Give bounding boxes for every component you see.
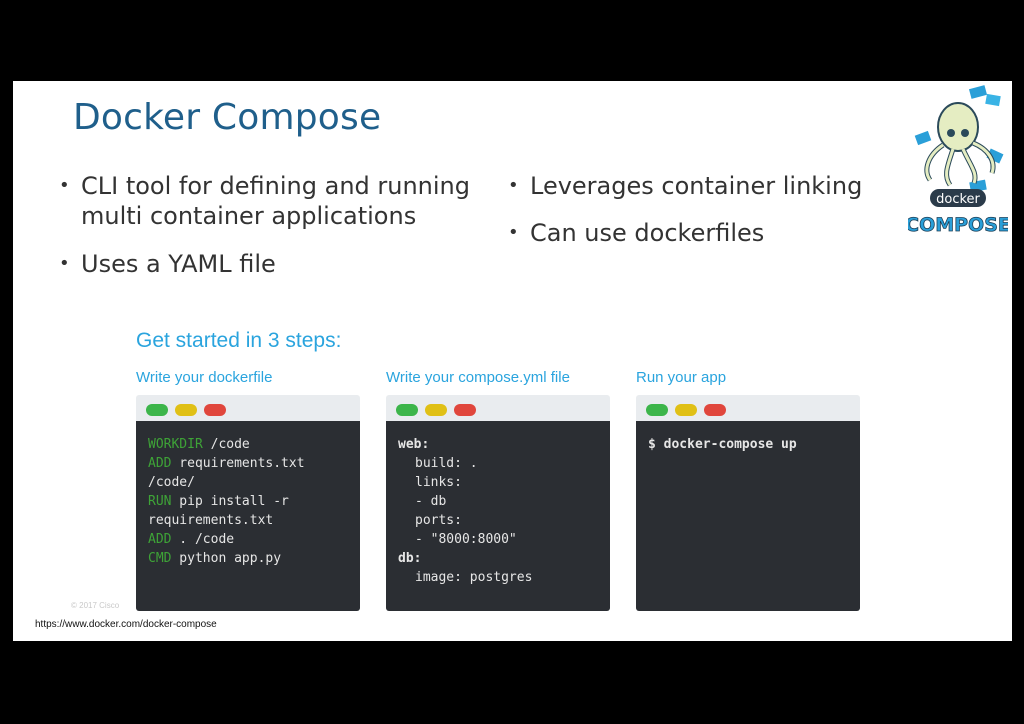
steps-title: Get started in 3 steps:	[136, 329, 342, 352]
code-line: RUN pip install -r	[148, 494, 289, 509]
step-label-dockerfile: Write your dockerfile	[136, 369, 273, 386]
bullet-list-right: • Leverages container linking • Can use …	[508, 171, 908, 265]
logo-text-compose: COMPOSE	[908, 214, 1008, 236]
slide: Docker Compose • CLI tool for defining a…	[13, 81, 1012, 641]
code-line: CMD python app.py	[148, 551, 282, 566]
code-line: ADD . /code	[148, 532, 235, 547]
code-line: image: postgres	[415, 570, 533, 585]
green-light-icon	[396, 404, 418, 416]
bullet-text: Leverages container linking	[530, 172, 863, 200]
terminal-titlebar	[636, 395, 860, 421]
slide-title: Docker Compose	[73, 97, 382, 138]
step-label-compose-file: Write your compose.yml file	[386, 369, 570, 386]
bullet-item: • Can use dockerfiles	[508, 218, 908, 248]
source-url[interactable]: https://www.docker.com/docker-compose	[35, 619, 217, 630]
code-line: - db	[415, 494, 447, 509]
bullet-text: Can use dockerfiles	[530, 219, 765, 247]
code-line: - "8000:8000"	[415, 532, 517, 547]
red-light-icon	[704, 404, 726, 416]
green-light-icon	[146, 404, 168, 416]
bullet-item: • Leverages container linking	[508, 171, 908, 201]
red-light-icon	[454, 404, 476, 416]
terminal-dockerfile: WORKDIR /code ADD requirements.txt /code…	[136, 395, 360, 611]
yellow-light-icon	[425, 404, 447, 416]
terminal-run-app: $ docker-compose up	[636, 395, 860, 611]
yellow-light-icon	[675, 404, 697, 416]
code-line: ports:	[415, 513, 462, 528]
code-line: WORKDIR /code	[148, 437, 250, 452]
code-line: web:	[398, 437, 430, 452]
code-line: build: .	[415, 456, 478, 471]
bullet-dot: •	[508, 222, 519, 243]
code-line: /code/	[148, 475, 195, 490]
terminal-body: $ docker-compose up	[636, 421, 860, 611]
logo-text-docker: docker	[936, 192, 980, 207]
bullet-dot: •	[508, 175, 519, 196]
code-line: db:	[398, 551, 422, 566]
green-light-icon	[646, 404, 668, 416]
code-line: $ docker-compose up	[648, 437, 797, 452]
terminal-titlebar	[386, 395, 610, 421]
bullet-text: Uses a YAML file	[81, 250, 276, 278]
yellow-light-icon	[175, 404, 197, 416]
copyright-text: © 2017 Cisco	[71, 601, 120, 610]
bullet-dot: •	[59, 253, 70, 274]
docker-compose-logo: docker COMPOSE	[908, 85, 1008, 236]
terminal-body: WORKDIR /code ADD requirements.txt /code…	[136, 421, 360, 611]
step-label-run-app: Run your app	[636, 369, 727, 386]
red-light-icon	[204, 404, 226, 416]
bullet-item: • Uses a YAML file	[59, 249, 499, 279]
terminal-titlebar	[136, 395, 360, 421]
bullet-dot: •	[59, 175, 70, 196]
code-line: requirements.txt	[148, 513, 274, 528]
code-line: links:	[415, 475, 462, 490]
bullet-item: • CLI tool for defining and running mult…	[59, 171, 499, 231]
terminal-compose-file: web: build: . links: - db ports: - "8000…	[386, 395, 610, 611]
bullet-list-left: • CLI tool for defining and running mult…	[59, 171, 499, 297]
code-line: ADD requirements.txt	[148, 456, 305, 471]
bullet-text: CLI tool for defining and running multi …	[81, 172, 471, 230]
terminal-body: web: build: . links: - db ports: - "8000…	[386, 421, 610, 611]
